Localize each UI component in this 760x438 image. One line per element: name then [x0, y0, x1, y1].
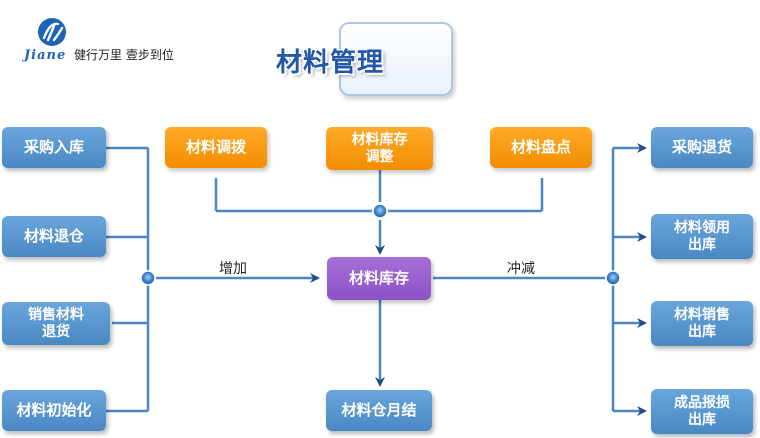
logo-latin-text: Jiane — [24, 48, 67, 63]
node-material-sales-outbound: 材料销售 出库 — [651, 301, 753, 346]
node-material-stocktake: 材料盘点 — [490, 127, 592, 168]
logo-mark-icon — [38, 18, 66, 46]
node-material-stock: 材料库存 — [327, 257, 431, 300]
node-material-return-to-warehouse: 材料退仓 — [2, 216, 106, 257]
node-monthly-closing: 材料仓月结 — [326, 390, 432, 431]
node-finished-goods-scrap-outbound: 成品报损 出库 — [651, 389, 753, 434]
title-card — [339, 22, 453, 96]
node-purchase-inbound: 采购入库 — [2, 127, 106, 168]
edge-label-decrease: 冲减 — [507, 261, 535, 277]
node-sales-material-return: 销售材料 退货 — [2, 302, 110, 345]
node-material-transfer: 材料调拨 — [165, 127, 267, 168]
edge-label-increase: 增加 — [219, 261, 247, 277]
right-hub-node — [605, 270, 621, 286]
node-material-initialization: 材料初始化 — [2, 390, 106, 431]
node-purchase-return: 采购退货 — [651, 127, 753, 168]
company-logo: Jiane 健行万里 壹步到位 — [24, 16, 224, 66]
node-material-issue-outbound: 材料领用 出库 — [651, 214, 753, 259]
diagram-title: 材料管理 — [276, 48, 385, 78]
top-hub-node — [372, 203, 388, 219]
left-hub-node — [140, 270, 156, 286]
logo-slogan: 健行万里 壹步到位 — [74, 48, 174, 62]
node-stock-adjustment: 材料库存 调整 — [326, 127, 433, 170]
